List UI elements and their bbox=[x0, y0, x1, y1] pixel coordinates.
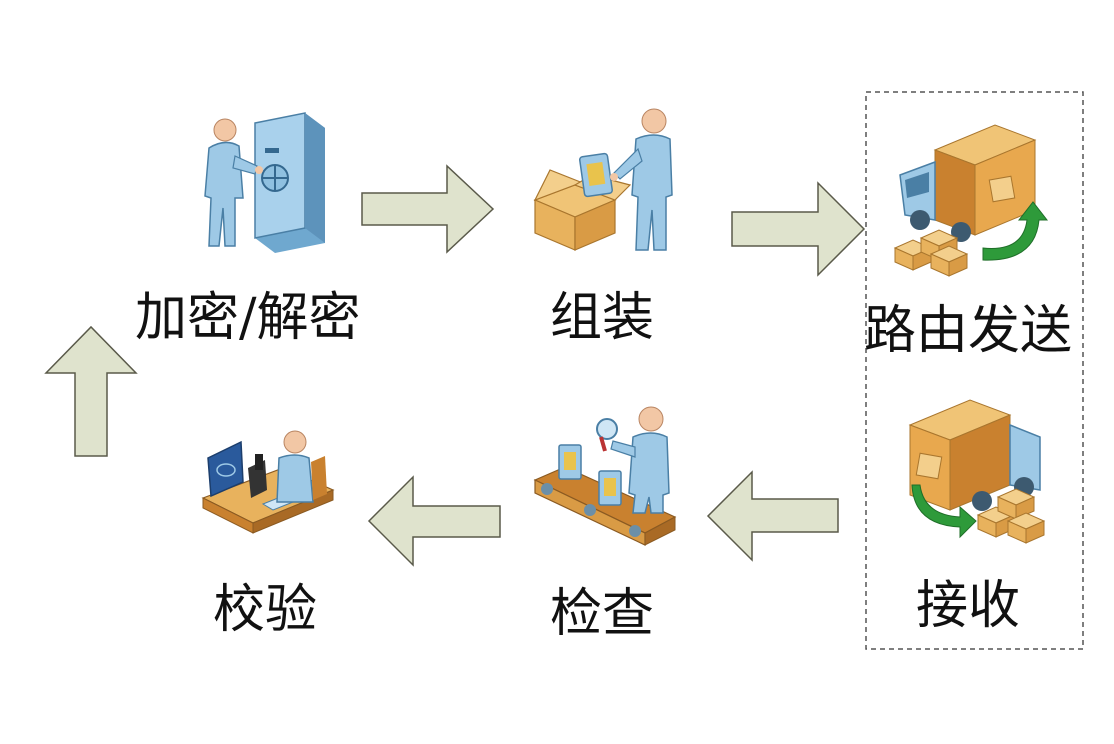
step-label-route-send: 路由发送 bbox=[864, 301, 1073, 361]
step-label-assemble: 组装 bbox=[550, 288, 655, 348]
person-at-lab-desk-icon bbox=[201, 430, 335, 534]
delivery-truck-loading-icon bbox=[893, 124, 1049, 277]
step-label-receive: 接收 bbox=[916, 576, 1021, 636]
step-label-encrypt-decrypt: 加密/解密 bbox=[135, 288, 361, 348]
arrow-inspect-to-verify bbox=[367, 475, 501, 567]
person-inspecting-conveyor-icon bbox=[533, 406, 677, 546]
arrow-receive-to-inspect bbox=[706, 470, 839, 562]
step-label-verify: 校验 bbox=[213, 580, 318, 640]
person-packing-box-icon bbox=[533, 108, 673, 251]
step-label-inspect: 检查 bbox=[550, 584, 655, 644]
person-at-safe-icon bbox=[204, 112, 325, 253]
delivery-truck-unloading-icon bbox=[908, 399, 1046, 544]
arrow-encrypt-to-assemble bbox=[361, 164, 495, 254]
arrow-assemble-to-route bbox=[731, 181, 866, 277]
transport-group-border bbox=[865, 91, 1084, 650]
arrow-verify-to-encrypt bbox=[44, 325, 138, 457]
